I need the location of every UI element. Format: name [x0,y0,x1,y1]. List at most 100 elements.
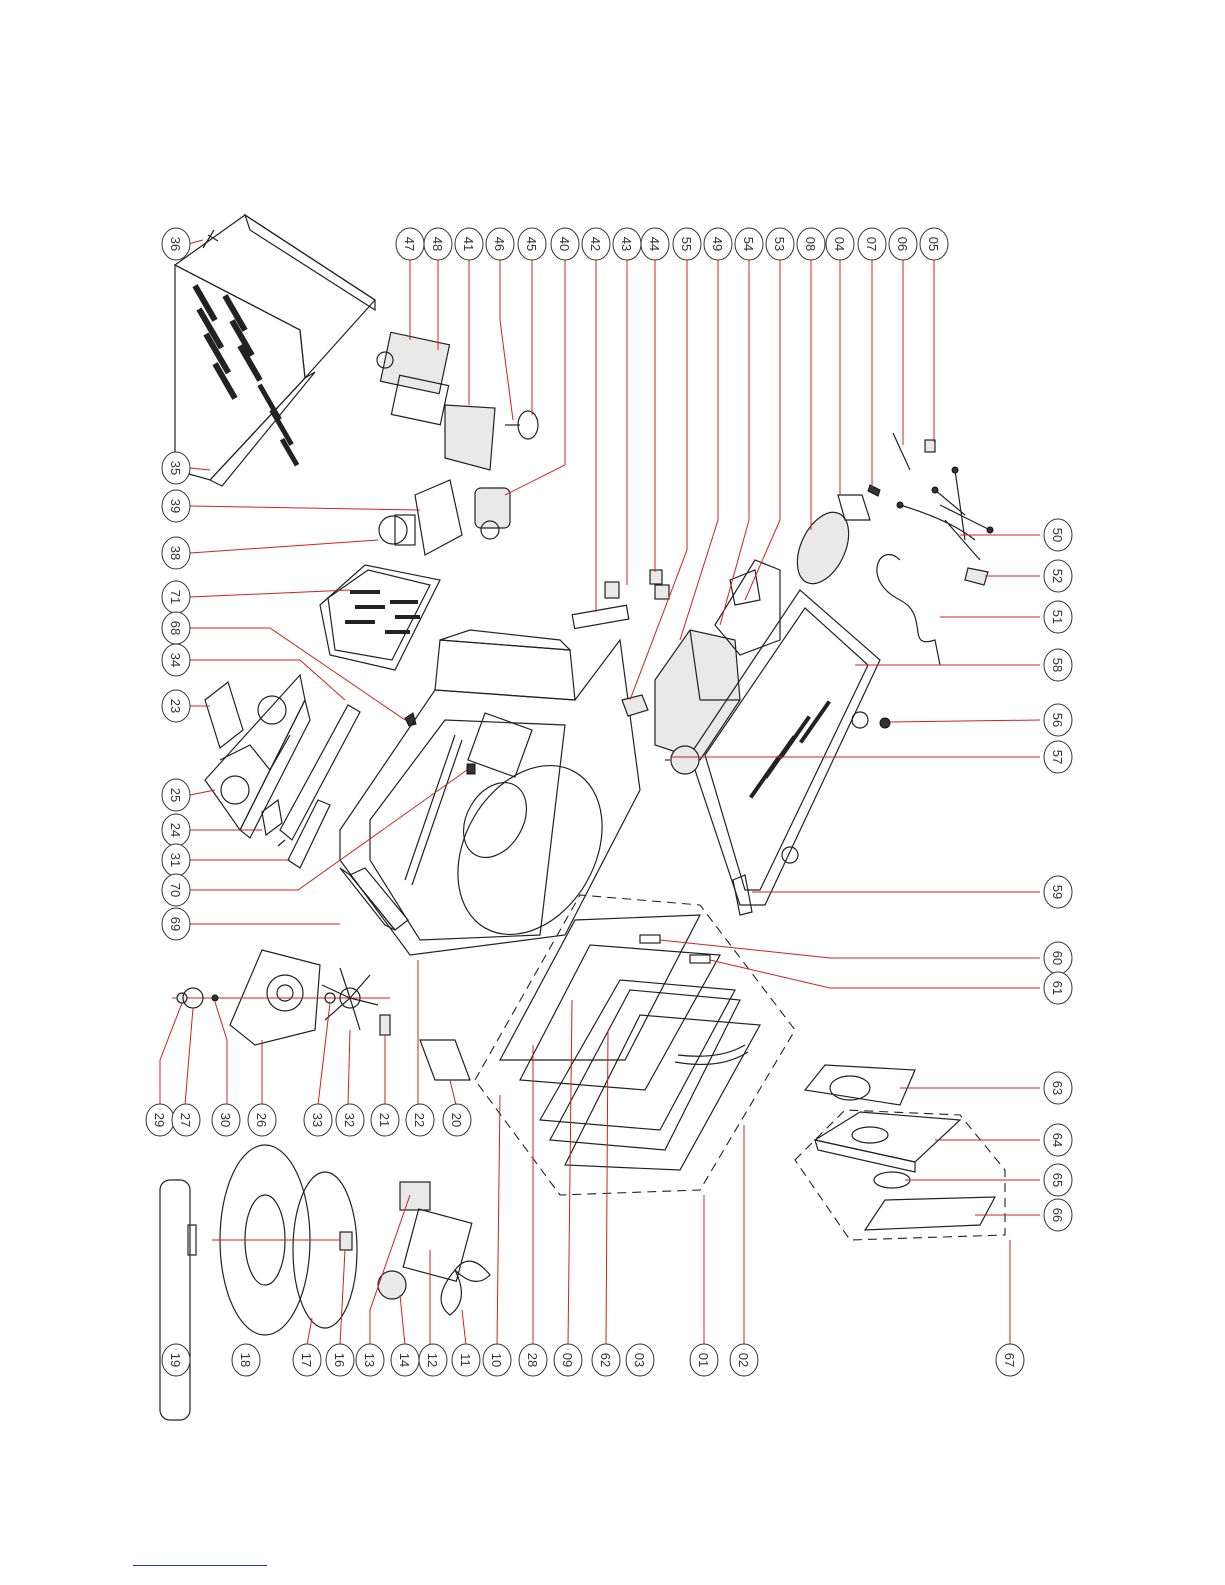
callout-43: 43 [613,228,641,260]
gasket-part [205,682,243,748]
switch-42-part [572,605,629,628]
callout-number: 60 [1050,951,1065,965]
fan-motor-part [475,488,510,539]
callout-71: 71 [162,581,190,613]
callout-number: 42 [588,237,603,251]
callout-number: 28 [525,1353,540,1367]
callout-number: 55 [679,237,694,251]
callout-16: 16 [326,1344,354,1376]
callout-number: 45 [524,237,539,251]
callout-number: 69 [168,917,183,931]
callout-11: 11 [452,1344,480,1376]
hinge-60-part [640,935,660,943]
callout-02: 02 [730,1344,758,1376]
callout-19: 19 [162,1344,190,1376]
callout-number: 53 [772,237,787,251]
parts-artwork [160,215,1005,1420]
callout-number: 39 [168,499,183,513]
callout-22: 22 [406,1104,434,1136]
callout-number: 54 [741,237,756,251]
callout-51: 51 [1044,601,1072,633]
callout-number: 71 [168,590,183,604]
callout-number: 38 [168,546,183,560]
callout-31: 31 [162,844,190,876]
callout-number: 18 [238,1353,253,1367]
callout-30: 30 [212,1104,240,1136]
callout-40: 40 [551,228,579,260]
callout-number: 63 [1050,1081,1065,1095]
callout-number: 58 [1050,658,1065,672]
nut-29-part [177,993,187,1003]
callout-33: 33 [304,1104,332,1136]
callout-number: 20 [449,1113,464,1127]
fuse-06-part [893,433,910,470]
callout-67: 67 [996,1344,1024,1376]
cover-plate-side [350,868,408,930]
callout-number: 27 [178,1113,193,1127]
fan-part [379,515,415,545]
heater-box-part [205,675,310,838]
callout-08: 08 [797,228,825,260]
foot-56-part [880,718,890,728]
footer-link-underline[interactable] [133,1565,267,1566]
callout-number: 12 [425,1353,440,1367]
block-part [622,695,648,716]
callout-number: 52 [1050,569,1065,583]
callout-45: 45 [518,228,546,260]
callout-number: 29 [152,1113,167,1127]
callout-number: 43 [619,237,634,251]
callout-number: 61 [1050,981,1065,995]
callout-number: 48 [430,237,445,251]
callout-59: 59 [1044,876,1072,908]
callout-number: 13 [362,1353,377,1367]
callout-58: 58 [1044,649,1072,681]
small-bracket-part [262,800,282,835]
callout-27: 27 [172,1104,200,1136]
callout-48: 48 [424,228,452,260]
callout-number: 62 [598,1353,613,1367]
callout-18: 18 [232,1344,260,1376]
callout-09: 09 [554,1344,582,1376]
main-cavity-part [340,630,640,960]
reflector-part [288,800,330,868]
callout-number: 46 [492,237,507,251]
callout-70: 70 [162,874,190,906]
callout-36: 36 [162,228,190,260]
callout-number: 44 [647,237,662,251]
callout-number: 67 [1002,1353,1017,1367]
switch-43b-part [655,585,669,599]
callout-52: 52 [1044,560,1072,592]
callout-number: 70 [168,883,183,897]
callout-03: 03 [626,1344,654,1376]
hinge-61-part [690,955,710,963]
callout-number: 23 [168,699,183,713]
callout-number: 66 [1050,1208,1065,1222]
callout-number: 31 [168,853,183,867]
impeller-32-part [322,968,378,1030]
callout-46: 46 [486,228,514,260]
callout-56: 56 [1044,704,1072,736]
callout-66: 66 [1044,1199,1072,1231]
callout-12: 12 [419,1344,447,1376]
callout-68: 68 [162,612,190,644]
callout-07: 07 [858,228,886,260]
callout-number: 32 [342,1113,357,1127]
callout-number: 51 [1050,610,1065,624]
turntable-19-part [160,1180,196,1420]
control-panel-group [795,1110,1005,1240]
callout-number: 59 [1050,885,1065,899]
outer-cabinet-part [175,215,375,486]
callout-38: 38 [162,537,190,569]
magnetron-part [377,332,450,424]
part-21 [380,1015,390,1035]
callout-10: 10 [483,1344,511,1376]
part-13 [400,1182,430,1210]
callout-53: 53 [766,228,794,260]
callout-number: 30 [218,1113,233,1127]
callout-number: 40 [557,237,572,251]
callout-number: 64 [1050,1133,1065,1147]
callout-number: 47 [402,237,417,251]
switch-44-part [650,570,662,584]
callout-number: 49 [710,237,725,251]
